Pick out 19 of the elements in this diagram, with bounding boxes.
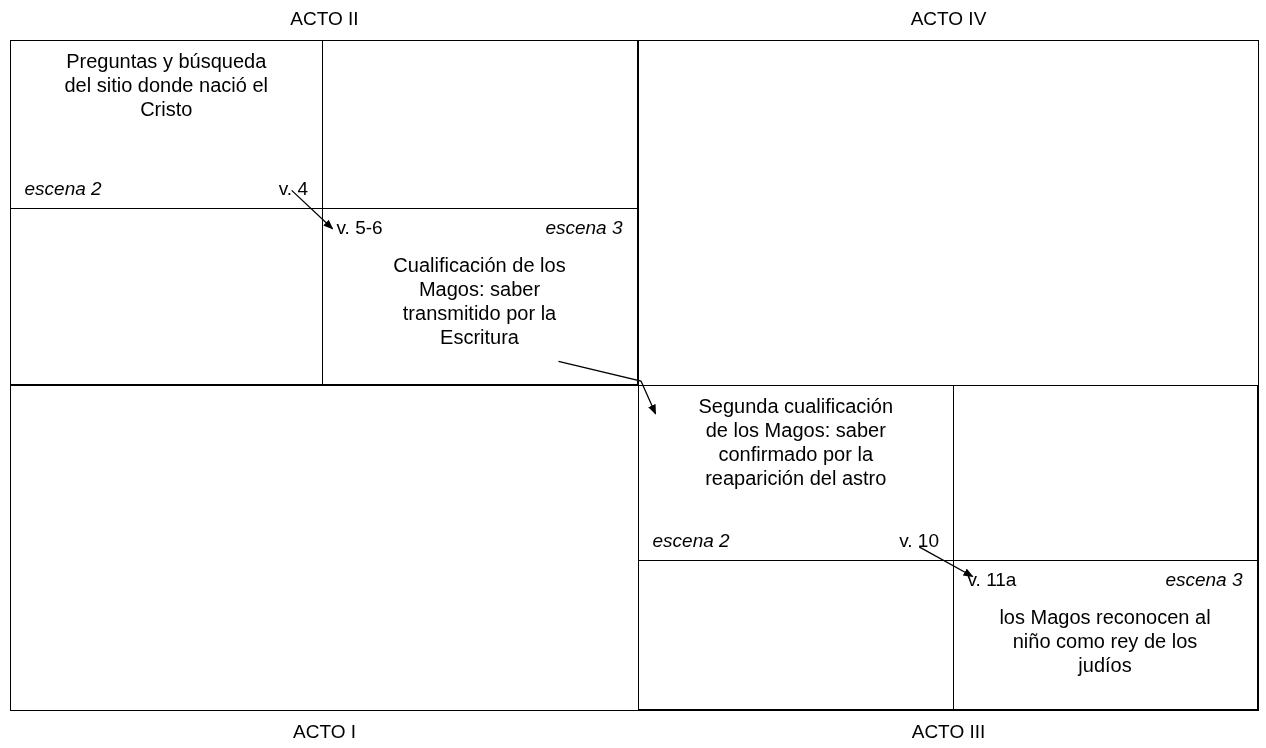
act-heading: ACTO II <box>289 8 360 31</box>
scene-description: Preguntas y búsqueda del sitio donde nació el Cristo <box>63 48 269 121</box>
act-heading: ACTO IV <box>909 8 988 31</box>
scene-box <box>952 559 1258 710</box>
verse-ref: v. 10 <box>899 530 939 552</box>
scene-description: Segunda cualificación de los Magos: saber confirmado por la reaparición del astro <box>697 393 895 490</box>
act-heading: ACTO I <box>292 721 357 744</box>
verse-ref: v. 5-6 <box>336 216 383 239</box>
verse-ref: v. 4 <box>278 178 308 200</box>
scene-label: escena 2 <box>24 178 102 200</box>
scene-description: los Magos reconocen al niño como rey de los judíos <box>998 604 1212 677</box>
scene-label: escena 2 <box>652 530 730 552</box>
scene-label: escena 3 <box>1165 568 1243 591</box>
scene-label: escena 3 <box>545 216 623 239</box>
arrow <box>291 189 334 230</box>
scene-box <box>321 207 638 385</box>
verse-ref: v. 11a <box>967 568 1017 591</box>
scene-description: Cualificación de los Magos: saber transmitido por la Escritura <box>392 252 567 349</box>
act-heading: ACTO III <box>910 721 987 744</box>
